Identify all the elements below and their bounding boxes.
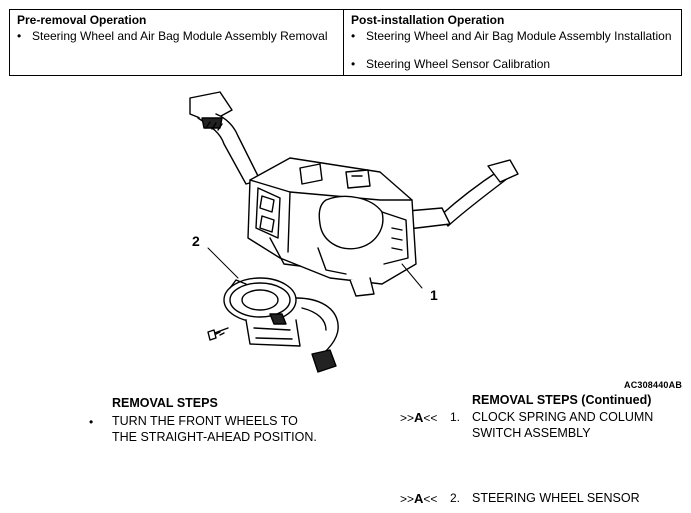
pre-removal-item: • Steering Wheel and Air Bag Module Assem…	[17, 29, 327, 43]
marker-close: <<	[423, 492, 438, 506]
removal-steps-continued-title: REMOVAL STEPS (Continued)	[472, 393, 652, 407]
post-installation-item-text: Steering Wheel and Air Bag Module Assemb…	[366, 29, 672, 43]
removal-step-text: TURN THE FRONT WHEELS TO THE STRAIGHT-AH…	[112, 413, 317, 445]
removal-step-text: STEERING WHEEL SENSOR	[472, 490, 640, 506]
marker-open: >>	[400, 492, 415, 506]
bullet: •	[17, 29, 22, 43]
pre-removal-heading: Pre-removal Operation	[17, 13, 147, 27]
procedure-marker: >>A<<	[400, 410, 437, 425]
post-installation-heading: Post-installation Operation	[351, 13, 505, 27]
removal-step-line: THE STRAIGHT-AHEAD POSITION.	[112, 430, 317, 444]
marker-close: <<	[423, 411, 438, 425]
post-installation-item-text: Steering Wheel Sensor Calibration	[366, 57, 551, 71]
pre-removal-item-text: Steering Wheel and Air Bag Module Assemb…	[32, 29, 328, 43]
clock-spring-column-switch-illustration	[189, 91, 519, 373]
marker-open: >>	[400, 411, 415, 425]
removal-step-line: SWITCH ASSEMBLY	[472, 426, 591, 440]
column-switch-body	[247, 157, 417, 297]
post-installation-item: • Steering Wheel and Air Bag Module Assem…	[351, 29, 672, 43]
post-installation-item: • Steering Wheel Sensor Calibration	[351, 57, 550, 71]
pre-removal-column: Pre-removal Operation • Steering Wheel an…	[10, 10, 344, 75]
step-number: 1.	[450, 410, 461, 424]
left-lever	[189, 91, 261, 185]
removal-step-text: CLOCK SPRING AND COLUMN SWITCH ASSEMBLY	[472, 409, 653, 441]
procedure-marker: >>A<<	[400, 491, 437, 506]
step-number: 2.	[450, 491, 461, 505]
bullet: •	[351, 57, 356, 71]
bullet: •	[89, 415, 94, 429]
post-installation-column: Post-installation Operation • Steering Wh…	[344, 10, 681, 75]
callout-2: 2	[192, 233, 200, 249]
operations-table: Pre-removal Operation • Steering Wheel an…	[9, 9, 682, 76]
screw	[207, 327, 229, 341]
removal-steps-title: REMOVAL STEPS	[112, 396, 218, 410]
removal-step-line: TURN THE FRONT WHEELS TO	[112, 414, 298, 428]
removal-step-line: STEERING WHEEL SENSOR	[472, 491, 640, 505]
callout-1: 1	[430, 287, 438, 303]
clock-spring	[223, 277, 339, 373]
figure-id: AC308440AB	[624, 380, 683, 390]
removal-step-line: CLOCK SPRING AND COLUMN	[472, 410, 654, 424]
marker-letter: A	[414, 410, 424, 425]
bullet: •	[351, 29, 356, 43]
marker-letter: A	[414, 491, 424, 506]
